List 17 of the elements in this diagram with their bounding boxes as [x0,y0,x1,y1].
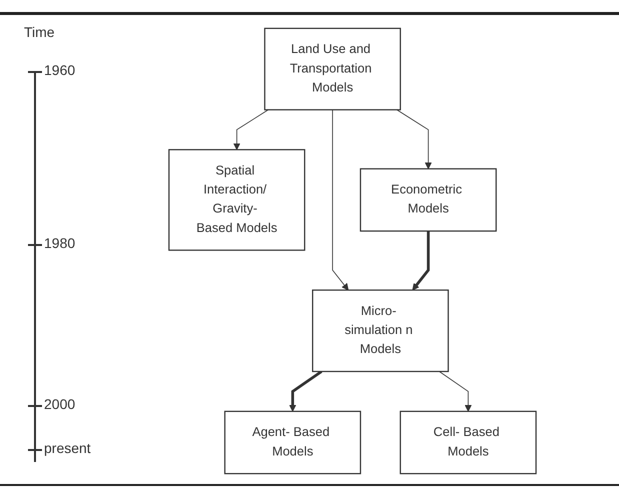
axis-title: Time [24,24,55,40]
arrow [396,109,432,170]
arrow [289,370,322,412]
node-box: Land Use and Transportation Models [264,28,401,110]
time-label: 1980 [44,235,76,251]
time-label: present [44,440,91,456]
arrow [438,371,472,412]
time-label: 1960 [44,62,76,78]
node-box: Micro- simulation n Models [312,290,449,372]
node-box: Cell- Based Models [400,410,537,474]
node-box: Econometric Models [360,168,497,232]
arrow [233,109,269,150]
arrow [332,109,349,290]
node-box: Agent- Based Models [224,410,362,474]
time-label: 2000 [44,396,76,412]
arrow [412,231,430,290]
node-box: Spatial Interaction/ Gravity- Based Models [168,149,306,251]
